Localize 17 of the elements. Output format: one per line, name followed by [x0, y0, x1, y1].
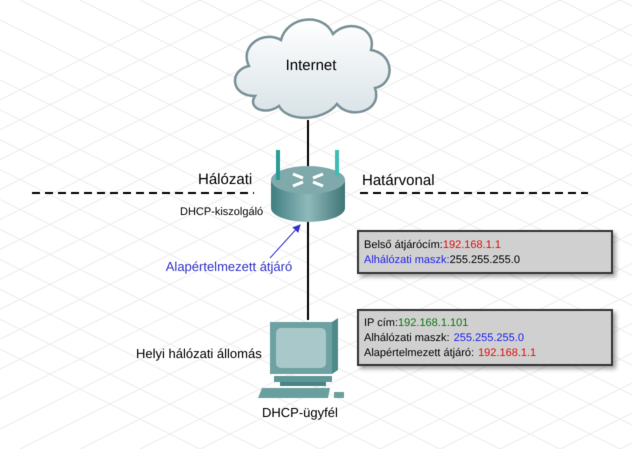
info-text: Alhálózati maszk: 255.255.255.0 [364, 332, 524, 344]
boundary-label: Hálózati [198, 171, 252, 188]
info-text: Alhálózati maszk:255.255.255.0 [364, 254, 520, 266]
info-text: Alapértelmezett átjáró: 192.168.1.1 [364, 346, 536, 358]
info-text: Belső átjárócím:192.168.1.1 [364, 238, 501, 250]
connection-line [307, 120, 309, 166]
node-caption: DHCP-ügyfél [262, 405, 338, 420]
info-text: IP cím:192.168.1.101 [364, 316, 468, 328]
arrow [270, 224, 301, 258]
node-label: Internet [286, 56, 336, 74]
callout-label: Alapértelmezett átjáró [166, 259, 292, 274]
node-caption: Helyi hálózati állomás [136, 346, 262, 361]
boundary-label: Határvonal [362, 172, 435, 189]
connection-line [307, 222, 309, 320]
node-caption: DHCP-kiszolgáló [180, 206, 264, 218]
info-box [357, 309, 613, 366]
info-box [357, 230, 613, 274]
